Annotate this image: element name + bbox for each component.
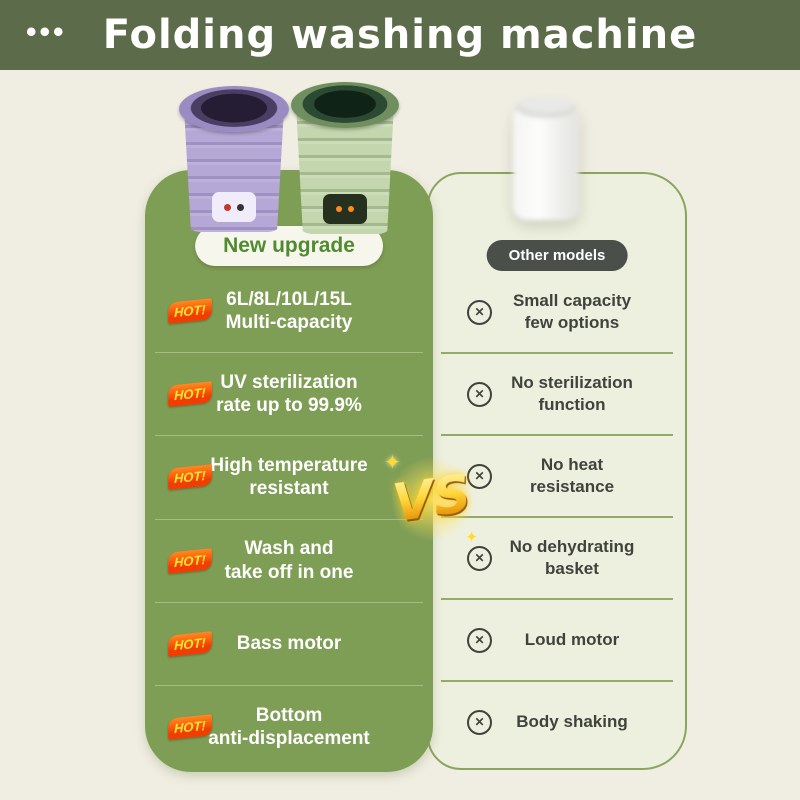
drawback-row: ✕ Small capacity few options bbox=[441, 272, 673, 354]
washer-control-panel bbox=[212, 192, 256, 222]
sparkle-icon: ✦ bbox=[465, 529, 478, 546]
washer-tub-opening bbox=[179, 86, 289, 132]
feature-list: HOT! 6L/8L/10L/15L Multi-capacity HOT! U… bbox=[145, 270, 433, 768]
drawback-row: ✕ Body shaking bbox=[441, 682, 673, 762]
hot-badge-icon: HOT! bbox=[168, 381, 212, 408]
circle-x-icon: ✕ bbox=[467, 709, 492, 735]
drawback-text: No heat resistance bbox=[529, 455, 615, 496]
feature-row: HOT! UV sterilization rate up to 99.9% bbox=[155, 353, 423, 437]
vs-badge: ✦ VS ✦ bbox=[384, 450, 478, 548]
indicator-light-icon bbox=[336, 206, 342, 212]
indicator-light-icon bbox=[348, 206, 354, 212]
header-bar: ••• Folding washing machine bbox=[0, 0, 800, 70]
circle-x-icon: ✕ bbox=[467, 545, 492, 571]
feature-text: Bottom anti-displacement bbox=[208, 704, 370, 749]
washer-lid bbox=[516, 96, 576, 118]
purple-washer-image bbox=[179, 86, 289, 232]
hot-badge-icon: HOT! bbox=[168, 714, 212, 740]
new-upgrade-card: New upgrade HOT! 6L/8L/10L/15L Multi-cap… bbox=[145, 82, 433, 772]
page-title: Folding washing machine bbox=[102, 12, 698, 58]
drawback-list: ✕ Small capacity few options ✕ No steril… bbox=[429, 272, 685, 762]
drawback-row: ✕ Loud motor bbox=[441, 600, 673, 682]
other-models-card: Other models ✕ Small capacity few option… bbox=[427, 96, 687, 770]
feature-row: HOT! Wash and take off in one bbox=[155, 520, 423, 603]
other-models-badge: Other models bbox=[486, 240, 628, 271]
hot-badge-icon: HOT! bbox=[168, 464, 212, 491]
feature-row: HOT! Bass motor bbox=[155, 603, 423, 686]
washer-body bbox=[513, 106, 579, 220]
knob-icon bbox=[224, 203, 231, 211]
sparkle-icon: ✦ bbox=[384, 452, 401, 474]
washer-tub-opening bbox=[291, 82, 399, 128]
feature-text: 6L/8L/10L/15L Multi-capacity bbox=[225, 288, 353, 334]
washer-control-panel bbox=[323, 194, 367, 224]
vs-label: VS bbox=[389, 463, 475, 535]
drawback-text: Small capacity few options bbox=[512, 291, 632, 332]
ellipsis-icon: ••• bbox=[26, 15, 67, 49]
circle-x-icon: ✕ bbox=[467, 627, 492, 653]
button-icon bbox=[237, 203, 244, 211]
drawback-row: ✕ No sterilization function bbox=[441, 354, 673, 436]
feature-text: Wash and take off in one bbox=[224, 538, 354, 583]
drawback-row: ✕ No heat resistance bbox=[441, 436, 673, 518]
other-model-washer-image bbox=[513, 96, 579, 220]
drawback-text: No sterilization function bbox=[511, 373, 633, 414]
green-washer-image bbox=[291, 82, 399, 234]
feature-row: HOT! Bottom anti-displacement bbox=[155, 686, 423, 768]
drawback-text: Body shaking bbox=[516, 712, 628, 732]
hot-badge-icon: HOT! bbox=[168, 298, 212, 324]
drawback-text: No dehydrating basket bbox=[509, 537, 635, 578]
drawback-text: Loud motor bbox=[524, 630, 620, 650]
circle-x-icon: ✕ bbox=[467, 381, 492, 407]
drawback-row: ✕ No dehydrating basket bbox=[441, 518, 673, 600]
hot-badge-icon: HOT! bbox=[168, 630, 212, 657]
vs-glow bbox=[392, 454, 472, 544]
circle-x-icon: ✕ bbox=[467, 463, 492, 489]
feature-text: UV sterilization rate up to 99.9% bbox=[216, 372, 362, 417]
circle-x-icon: ✕ bbox=[467, 299, 492, 325]
feature-row: HOT! 6L/8L/10L/15L Multi-capacity bbox=[155, 270, 423, 354]
hot-badge-icon: HOT! bbox=[168, 547, 212, 574]
feature-text: Bass motor bbox=[236, 633, 342, 655]
feature-text: High temperature resistant bbox=[210, 455, 368, 500]
washer-body bbox=[184, 108, 284, 232]
feature-row: HOT! High temperature resistant bbox=[155, 436, 423, 520]
